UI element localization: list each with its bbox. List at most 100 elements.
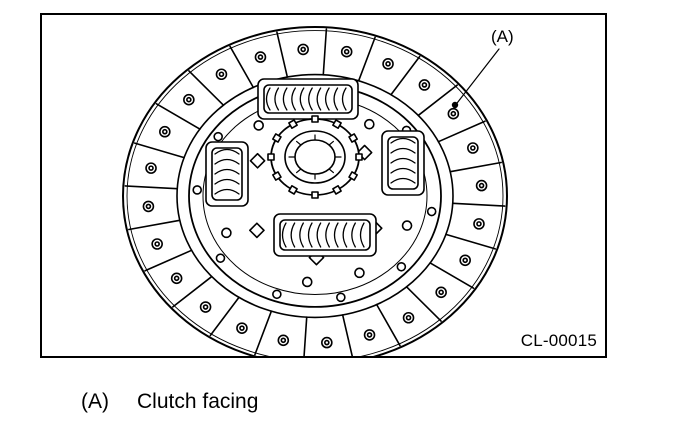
rivet-icon xyxy=(170,272,183,285)
facing-outer-edge xyxy=(122,26,508,356)
hub-tooth xyxy=(288,119,298,129)
hub-tooth xyxy=(288,185,298,195)
rivet-icon xyxy=(236,322,248,334)
spring-coil xyxy=(359,222,365,248)
spring-coil xyxy=(265,87,271,111)
spring-coil xyxy=(324,87,330,111)
spring-coil xyxy=(351,222,356,248)
hub-tooth xyxy=(355,153,363,161)
spring-coil xyxy=(333,87,339,111)
facing-groove xyxy=(357,36,376,82)
facing-groove xyxy=(322,28,328,76)
spring-coil xyxy=(214,188,240,195)
spring-coil xyxy=(390,157,416,164)
hub-spline xyxy=(296,168,302,174)
spring-coil xyxy=(282,87,288,111)
rivet-icon xyxy=(151,238,163,250)
spring-coil xyxy=(214,158,240,165)
plate-hole xyxy=(272,289,282,300)
facing-groove xyxy=(133,142,185,159)
facing-groove xyxy=(155,103,201,130)
plate-hole xyxy=(215,253,226,263)
spring-coil xyxy=(274,87,280,111)
spring-coil xyxy=(316,222,322,248)
spring-coil xyxy=(316,87,322,111)
facing-groove xyxy=(254,310,273,356)
spring-coil xyxy=(299,222,304,248)
spring-coil xyxy=(342,222,348,248)
plate-hole xyxy=(396,261,407,272)
plate-hole xyxy=(364,118,375,130)
damper-springs xyxy=(205,78,425,257)
hub-spline xyxy=(328,168,334,174)
hub-tooth xyxy=(267,153,275,161)
facing-groove xyxy=(449,161,502,173)
damper-spring-icon xyxy=(205,141,249,207)
callout-leader xyxy=(453,48,500,108)
clutch-disc-drawing xyxy=(122,26,508,356)
plate-hole xyxy=(213,131,223,142)
facing-groove xyxy=(429,262,475,289)
rivet-icon xyxy=(297,43,309,56)
spring-coil xyxy=(299,87,305,111)
facing-groove xyxy=(445,233,497,250)
facing-groove xyxy=(276,31,289,78)
spring-coil xyxy=(333,222,339,248)
rivet-icon xyxy=(382,58,394,70)
rivet-icon xyxy=(473,218,485,230)
facing-groove xyxy=(390,55,421,96)
rivet-icon xyxy=(459,254,471,267)
figure-frame: (A) CL-00015 xyxy=(40,13,607,358)
spring-coil xyxy=(325,222,330,248)
hub-tooth xyxy=(332,185,342,195)
facing-groove xyxy=(303,316,308,356)
facing-rim xyxy=(126,30,504,356)
rivet-icon xyxy=(467,142,479,154)
facing-groove xyxy=(417,84,458,117)
rivet-icon xyxy=(199,301,212,313)
spring-coil xyxy=(390,167,416,174)
hub-boss xyxy=(284,130,346,184)
facing-groove xyxy=(341,314,354,356)
plate-hole xyxy=(301,276,313,288)
spring-coil xyxy=(307,222,313,248)
legend-item: (A) Clutch facing xyxy=(81,390,258,414)
damper-spring-icon xyxy=(273,213,377,257)
rivet-icon xyxy=(159,125,171,138)
hub-tooth xyxy=(311,115,319,123)
hub-spline xyxy=(296,140,302,146)
spring-coil xyxy=(290,222,296,248)
rivet-icon xyxy=(418,79,431,91)
facing-groove xyxy=(437,120,486,143)
spring-coil xyxy=(214,178,240,185)
callout-label: (A) xyxy=(491,27,514,46)
spring-housing xyxy=(263,84,353,114)
rivet-icon xyxy=(363,329,376,341)
plate-hole xyxy=(221,227,232,239)
plate-hole xyxy=(426,206,437,217)
facing-groove xyxy=(128,219,181,231)
legend-text: Clutch facing xyxy=(137,390,259,413)
spring-coil xyxy=(308,87,313,111)
legend-key: (A) xyxy=(81,390,109,413)
damper-spring-icon xyxy=(381,130,425,196)
clutch-facing xyxy=(122,26,508,356)
spring-coil xyxy=(390,177,416,184)
spring-coil xyxy=(281,222,287,248)
rivet-icon xyxy=(340,45,353,58)
facing-groove xyxy=(124,185,179,190)
hub-tooth xyxy=(348,171,359,181)
rivet-icon xyxy=(183,93,195,106)
rivet-icon xyxy=(215,68,228,81)
facing-groove xyxy=(188,70,225,106)
rivet-icon xyxy=(145,162,157,174)
plate-hole xyxy=(401,220,413,231)
callout-dot xyxy=(451,101,459,109)
facing-groove xyxy=(144,249,193,272)
facing-groove xyxy=(229,45,255,89)
spring-housing xyxy=(279,219,371,251)
facing-groove xyxy=(375,303,401,347)
plate-hole xyxy=(336,292,346,303)
facing-groove xyxy=(172,275,213,308)
rivet-icon xyxy=(254,51,267,63)
